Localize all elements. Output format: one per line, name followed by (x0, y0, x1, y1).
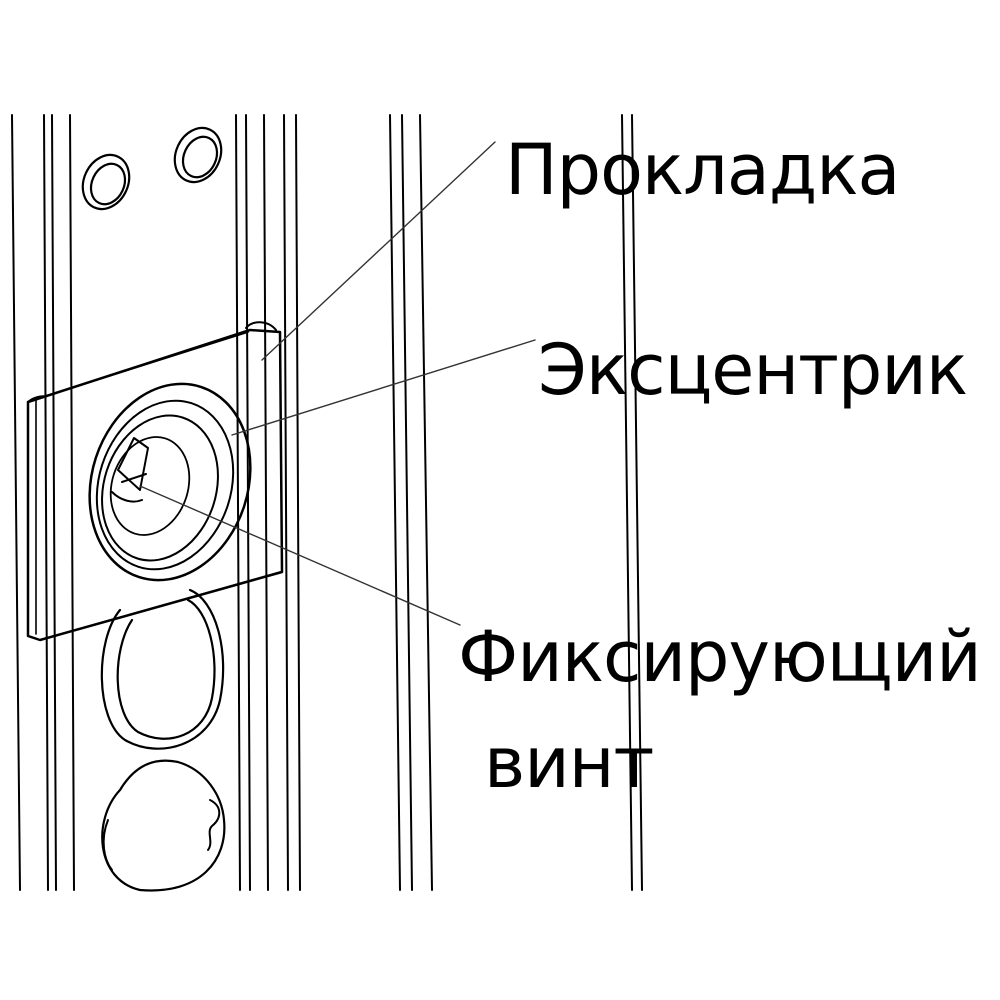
upper-holes (81, 126, 223, 211)
label-fixing-screw-line1: Фиксирующий (458, 616, 982, 698)
label-fixing-screw-line2: винт (484, 722, 654, 804)
label-gasket: Прокладка (505, 129, 900, 211)
leader-lines (139, 141, 536, 626)
fixing-screw (111, 437, 149, 503)
leader-screw (139, 485, 461, 626)
label-eccentric: Эксцентрик (538, 329, 968, 411)
frame-profile (11, 114, 643, 891)
leader-eccentric (231, 339, 536, 436)
eccentric (88, 382, 252, 582)
lower-slots (100, 588, 226, 892)
gasket-plate (26, 321, 284, 642)
leader-gasket (261, 141, 496, 361)
